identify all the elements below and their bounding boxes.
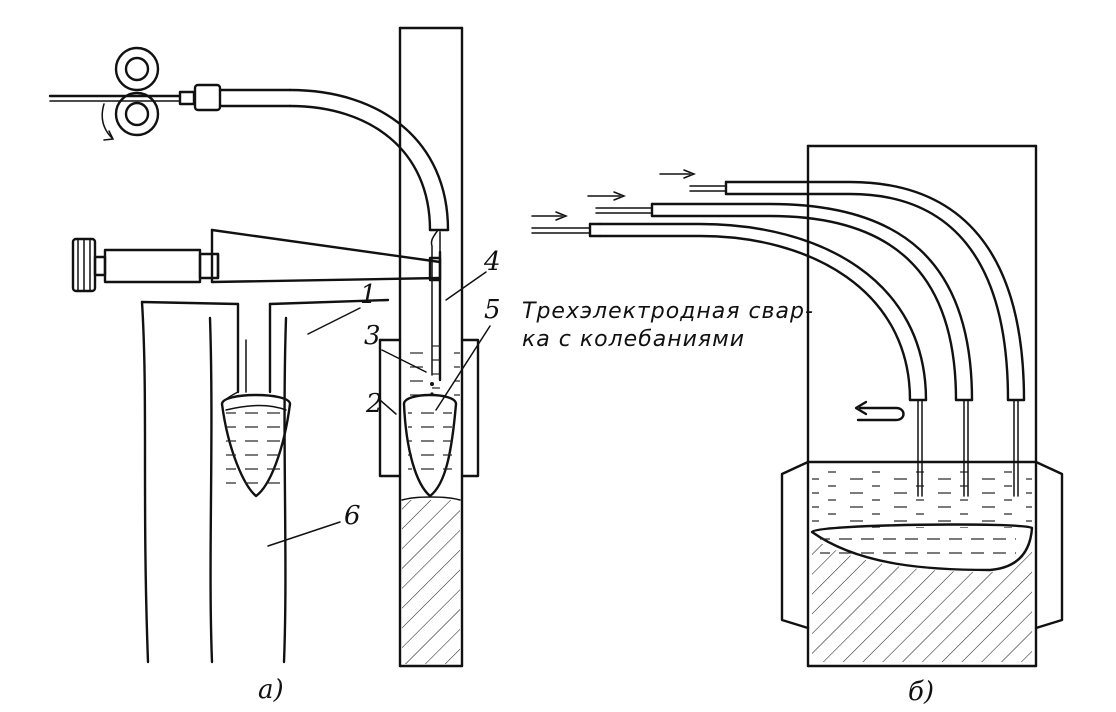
caption-line-2: ка с колебаниями <box>522 327 745 352</box>
feed-arrows <box>531 169 697 221</box>
figure-b-label: б) <box>908 677 934 707</box>
base-plate-left <box>140 298 390 664</box>
caption-line-1: Трехэлектродная свар- <box>522 299 814 324</box>
callout-1: 1 <box>360 280 377 310</box>
figure-b: б) <box>531 144 1064 707</box>
adjust-mechanism <box>71 228 442 293</box>
callout-4: 4 <box>483 247 501 277</box>
figure-a: 1 2 3 4 5 6 а) <box>48 26 501 705</box>
workpiece-right <box>378 26 480 668</box>
electrode-tubes <box>531 180 1026 497</box>
guide-tube <box>178 83 450 382</box>
weld-pool-left <box>220 302 292 498</box>
callout-6: 6 <box>344 501 361 531</box>
callout-5: 5 <box>484 295 501 325</box>
feed-rollers <box>48 46 182 141</box>
workpiece-b <box>780 144 1064 668</box>
callout-2: 2 <box>365 389 383 419</box>
figure-a-label: а) <box>258 675 284 705</box>
leader-lines <box>267 271 491 547</box>
callout-3: 3 <box>364 321 381 351</box>
oscillation-arrow-icon <box>854 400 905 422</box>
